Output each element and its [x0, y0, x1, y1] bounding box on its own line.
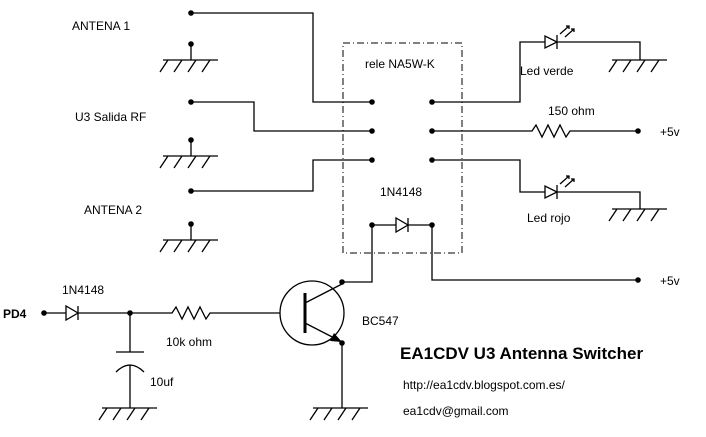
capacitor-label: 10uf — [150, 375, 174, 389]
u3-rf-connector — [159, 99, 370, 169]
led-rojo — [434, 159, 667, 222]
plus5v-bottom-label: +5v — [660, 274, 680, 288]
diode-relay-label: 1N4148 — [380, 185, 422, 199]
diode-relay — [342, 216, 641, 283]
antena1-label: ANTENA 1 — [72, 19, 130, 33]
led-rojo-label: Led rojo — [527, 211, 571, 225]
relay-label: rele NA5W-K — [365, 57, 435, 71]
diode-input-label: 1N4148 — [62, 283, 104, 297]
relay-contacts — [369, 99, 435, 163]
resistor-150-label: 150 ohm — [548, 104, 595, 118]
input-network — [41, 304, 280, 421]
relay-box — [342, 42, 463, 254]
u3-salida-rf-label: U3 Salida RF — [75, 110, 146, 124]
led-verde — [434, 25, 667, 103]
blog-url[interactable]: http://ea1cdv.blogspot.com.es/ — [403, 378, 566, 392]
contact-email[interactable]: ea1cdv@gmail.com — [403, 404, 509, 418]
resistor-10k-label: 10k ohm — [166, 335, 212, 349]
antena1-connector — [159, 10, 370, 103]
plus5v-top-label: +5v — [660, 125, 680, 139]
resistor-150 — [434, 123, 641, 139]
schematic-title: EA1CDV U3 Antenna Switcher — [400, 344, 643, 363]
antena2-label: ANTENA 2 — [84, 203, 142, 217]
led-verde-label: Led verde — [520, 64, 574, 78]
pd4-label: PD4 — [3, 307, 27, 321]
antena2-connector — [159, 159, 370, 253]
transistor-label: BC547 — [362, 314, 399, 328]
transistor-bc547 — [279, 279, 368, 421]
